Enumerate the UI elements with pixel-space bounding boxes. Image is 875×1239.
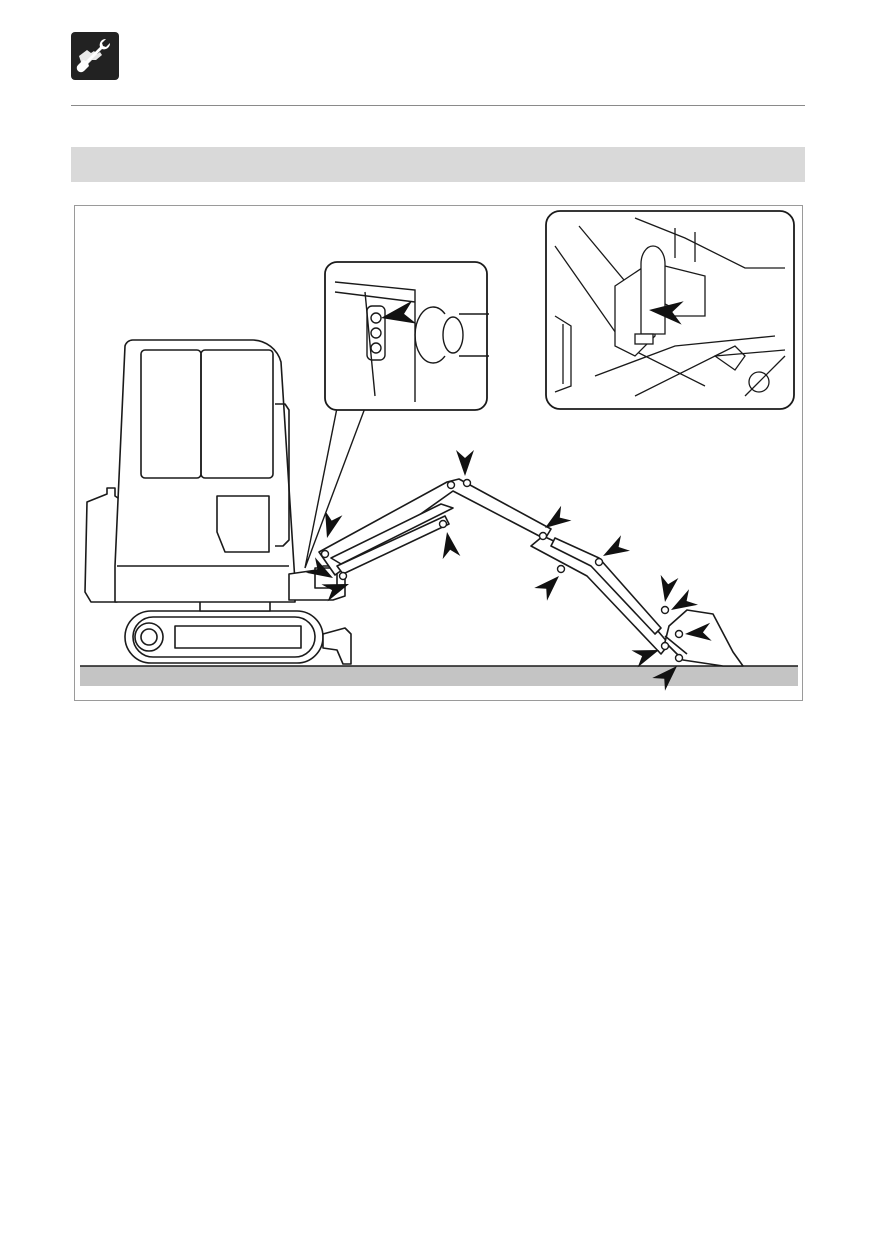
maintenance-wrench-icon xyxy=(71,32,119,80)
dozer-blade xyxy=(322,627,352,665)
crawler-track xyxy=(124,610,324,664)
swing-cylinder-callout xyxy=(545,210,795,410)
header-divider xyxy=(71,105,805,106)
lubrication-points-figure xyxy=(74,205,803,701)
grease-nipple-callout xyxy=(304,261,489,569)
excavator-illustration xyxy=(80,210,798,691)
section-title-band xyxy=(71,147,805,182)
grease-arrow xyxy=(534,569,566,601)
grease-arrow xyxy=(456,450,474,476)
grease-arrow xyxy=(598,535,631,564)
grease-arrow xyxy=(438,530,461,560)
arm xyxy=(530,535,670,655)
ground-strip xyxy=(80,666,798,686)
grease-arrow xyxy=(656,574,679,604)
grease-point-arrows xyxy=(305,450,712,691)
cab xyxy=(114,339,296,603)
